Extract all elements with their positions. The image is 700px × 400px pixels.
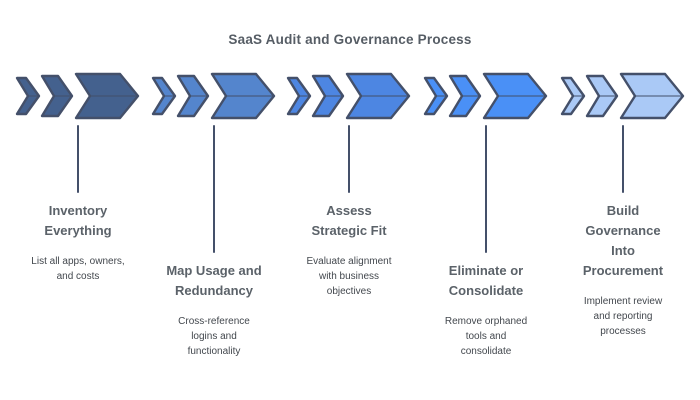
stage-5-subtitle: Implement review and reporting processes bbox=[583, 296, 663, 337]
stage-2-chevrons bbox=[151, 72, 276, 120]
stage-3-connector-line bbox=[348, 125, 350, 193]
stage-3-chevrons bbox=[286, 72, 411, 120]
stage-1-chevrons bbox=[15, 72, 140, 120]
stage-4-chevrons bbox=[423, 72, 548, 120]
stage-3-subtitle: Evaluate alignment with business objecti… bbox=[306, 256, 392, 297]
stage-build-governance-into-procurement: Build Governance Into Procurement Implem… bbox=[558, 72, 688, 339]
stage-2-heading: Map Usage and Redundancy bbox=[166, 263, 262, 298]
stage-inventory-everything: Inventory Everything List all apps, owne… bbox=[13, 72, 143, 284]
stage-assess-strategic-fit: Assess Strategic Fit Evaluate alignment … bbox=[284, 72, 414, 299]
diagram-title: SaaS Audit and Governance Process bbox=[228, 32, 472, 47]
stage-eliminate-or-consolidate: Eliminate or Consolidate Remove orphaned… bbox=[421, 72, 551, 359]
stage-5-chevrons bbox=[560, 72, 685, 120]
stage-1-connector-line bbox=[77, 125, 79, 193]
stage-1-heading: Inventory Everything bbox=[44, 203, 112, 238]
stage-4-heading: Eliminate or Consolidate bbox=[448, 263, 524, 298]
stage-1-subtitle: List all apps, owners, and costs bbox=[31, 256, 125, 282]
stage-2-subtitle: Cross-reference logins and functionality bbox=[178, 316, 250, 357]
stage-5-connector-line bbox=[622, 125, 624, 193]
stage-2-connector-line bbox=[213, 125, 215, 253]
stage-map-usage-and-redundancy: Map Usage and Redundancy Cross-reference… bbox=[149, 72, 279, 359]
stage-4-subtitle: Remove orphaned tools and consolidate bbox=[444, 316, 528, 357]
stage-4-connector-line bbox=[485, 125, 487, 253]
stage-3-heading: Assess Strategic Fit bbox=[311, 203, 387, 238]
stage-5-heading: Build Governance Into Procurement bbox=[582, 203, 664, 278]
